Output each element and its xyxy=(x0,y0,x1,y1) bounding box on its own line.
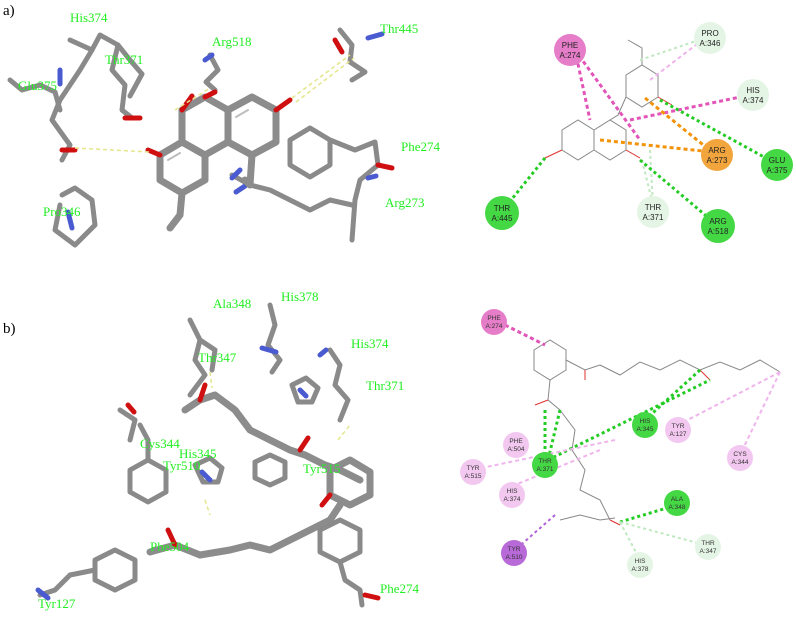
a3d-label-his374: His374 xyxy=(70,10,108,25)
svg-text:A:371: A:371 xyxy=(643,213,664,222)
b3d-label-phe274: Phe274 xyxy=(380,581,420,596)
svg-text:A:445: A:445 xyxy=(492,214,513,223)
svg-text:A:346: A:346 xyxy=(700,39,721,48)
svg-text:A:371: A:371 xyxy=(537,466,554,473)
svg-text:GLU: GLU xyxy=(769,156,786,165)
svg-text:A:347: A:347 xyxy=(700,548,717,555)
panel-a-label: a) xyxy=(3,3,15,19)
svg-text:THR: THR xyxy=(645,203,662,212)
b3d-label-his345: His345 xyxy=(179,446,217,461)
svg-text:PHE: PHE xyxy=(509,438,523,445)
b3d-label-thr371: Thr371 xyxy=(366,378,404,393)
b3d-label-tyr515: Tyr515 xyxy=(303,461,340,476)
a2d-res-arg518: ARG A:518 xyxy=(701,209,735,243)
a2d-res-arg273: ARG A:273 xyxy=(701,139,733,171)
a3d-label-pro346: Pro346 xyxy=(43,204,81,219)
a3d-label-glu375: Glu375 xyxy=(18,78,57,93)
b2d-res-thr347: THR A:347 xyxy=(695,534,721,560)
svg-text:A:378: A:378 xyxy=(632,566,649,573)
svg-text:A:504: A:504 xyxy=(508,446,525,453)
b2d-res-cys344: CYS A:344 xyxy=(727,445,753,471)
svg-text:A:515: A:515 xyxy=(465,473,482,480)
panel-b-3d-view xyxy=(35,302,381,608)
a3d-label-thr371: Thr371 xyxy=(105,52,143,67)
a3d-label-thr445: Thr445 xyxy=(380,21,418,36)
a2d-res-his374: HIS A:374 xyxy=(737,79,769,111)
a2d-res-thr445: THR A:445 xyxy=(485,196,519,230)
svg-text:TYR: TYR xyxy=(672,423,685,430)
panel-b-ligand-3d xyxy=(146,382,374,559)
svg-text:THR: THR xyxy=(701,540,715,547)
svg-text:A:273: A:273 xyxy=(707,156,728,165)
b3d-label-thr347: Thr347 xyxy=(198,350,237,365)
svg-text:PHE: PHE xyxy=(562,41,578,50)
b3d-label-ala348: Ala348 xyxy=(213,296,251,311)
a3d-label-arg273: Arg273 xyxy=(385,195,424,210)
svg-text:CYS: CYS xyxy=(733,451,747,458)
svg-text:A:345: A:345 xyxy=(637,426,654,433)
b2d-res-thr371: THR A:371 xyxy=(532,452,558,478)
b2d-res-phe274: PHE A:274 xyxy=(481,309,507,335)
svg-text:A:344: A:344 xyxy=(732,459,749,466)
b3d-label-tyr127: Tyr127 xyxy=(38,596,76,611)
a2d-res-thr371: THR A:371 xyxy=(637,196,669,228)
b2d-res-tyr515: TYR A:515 xyxy=(460,459,486,485)
a2d-res-glu375: GLU A:375 xyxy=(761,149,793,181)
a3d-label-arg518: Arg518 xyxy=(212,34,251,49)
b3d-label-cys344: Cys344 xyxy=(140,436,180,451)
b3d-label-phe504: Phe504 xyxy=(150,539,190,554)
svg-text:HIS: HIS xyxy=(640,418,652,425)
panel-a-2d-diagram xyxy=(501,37,776,227)
a2d-res-pro346: PRO A:346 xyxy=(694,22,726,54)
svg-text:ARG: ARG xyxy=(708,146,725,155)
svg-text:A:374: A:374 xyxy=(743,96,764,105)
svg-text:PHE: PHE xyxy=(487,315,501,322)
svg-text:HIS: HIS xyxy=(507,488,519,495)
panel-b-label: b) xyxy=(3,321,16,337)
b2d-res-his374: HIS A:374 xyxy=(499,482,525,508)
svg-text:A:374: A:374 xyxy=(504,496,521,503)
svg-text:ARG: ARG xyxy=(709,217,726,226)
b2d-res-his378: HIS A:378 xyxy=(627,552,653,578)
svg-text:TYR: TYR xyxy=(467,465,480,472)
b2d-res-tyr510: TYR A:510 xyxy=(501,540,527,566)
svg-text:HIS: HIS xyxy=(746,86,759,95)
svg-text:THR: THR xyxy=(494,204,511,213)
svg-text:HIS: HIS xyxy=(635,558,647,565)
svg-text:A:510: A:510 xyxy=(506,554,523,561)
svg-text:ALA: ALA xyxy=(671,496,684,503)
svg-text:A:274: A:274 xyxy=(486,323,503,330)
panel-a-ligand-3d xyxy=(145,89,293,232)
b3d-label-his374: His374 xyxy=(351,336,389,351)
svg-text:A:348: A:348 xyxy=(669,504,686,511)
svg-text:A:127: A:127 xyxy=(670,431,687,438)
a3d-label-phe274: Phe274 xyxy=(401,139,441,154)
svg-text:PRO: PRO xyxy=(701,29,718,38)
b2d-res-his345: HIS A:345 xyxy=(632,412,658,438)
b2d-res-tyr127: TYR A:127 xyxy=(665,417,691,443)
svg-text:TYR: TYR xyxy=(508,546,521,553)
b2d-res-phe504: PHE A:504 xyxy=(503,432,529,458)
svg-text:A:375: A:375 xyxy=(767,166,788,175)
svg-text:THR: THR xyxy=(538,458,552,465)
svg-text:A:274: A:274 xyxy=(560,51,581,60)
svg-text:A:518: A:518 xyxy=(708,227,729,236)
panel-a-3d-view xyxy=(7,27,395,248)
a2d-res-phe274: PHE A:274 xyxy=(554,34,586,66)
b3d-label-tyr510: Tyr510 xyxy=(163,458,200,473)
b2d-res-ala348: ALA A:348 xyxy=(664,490,690,516)
b3d-label-his378: His378 xyxy=(281,289,319,304)
